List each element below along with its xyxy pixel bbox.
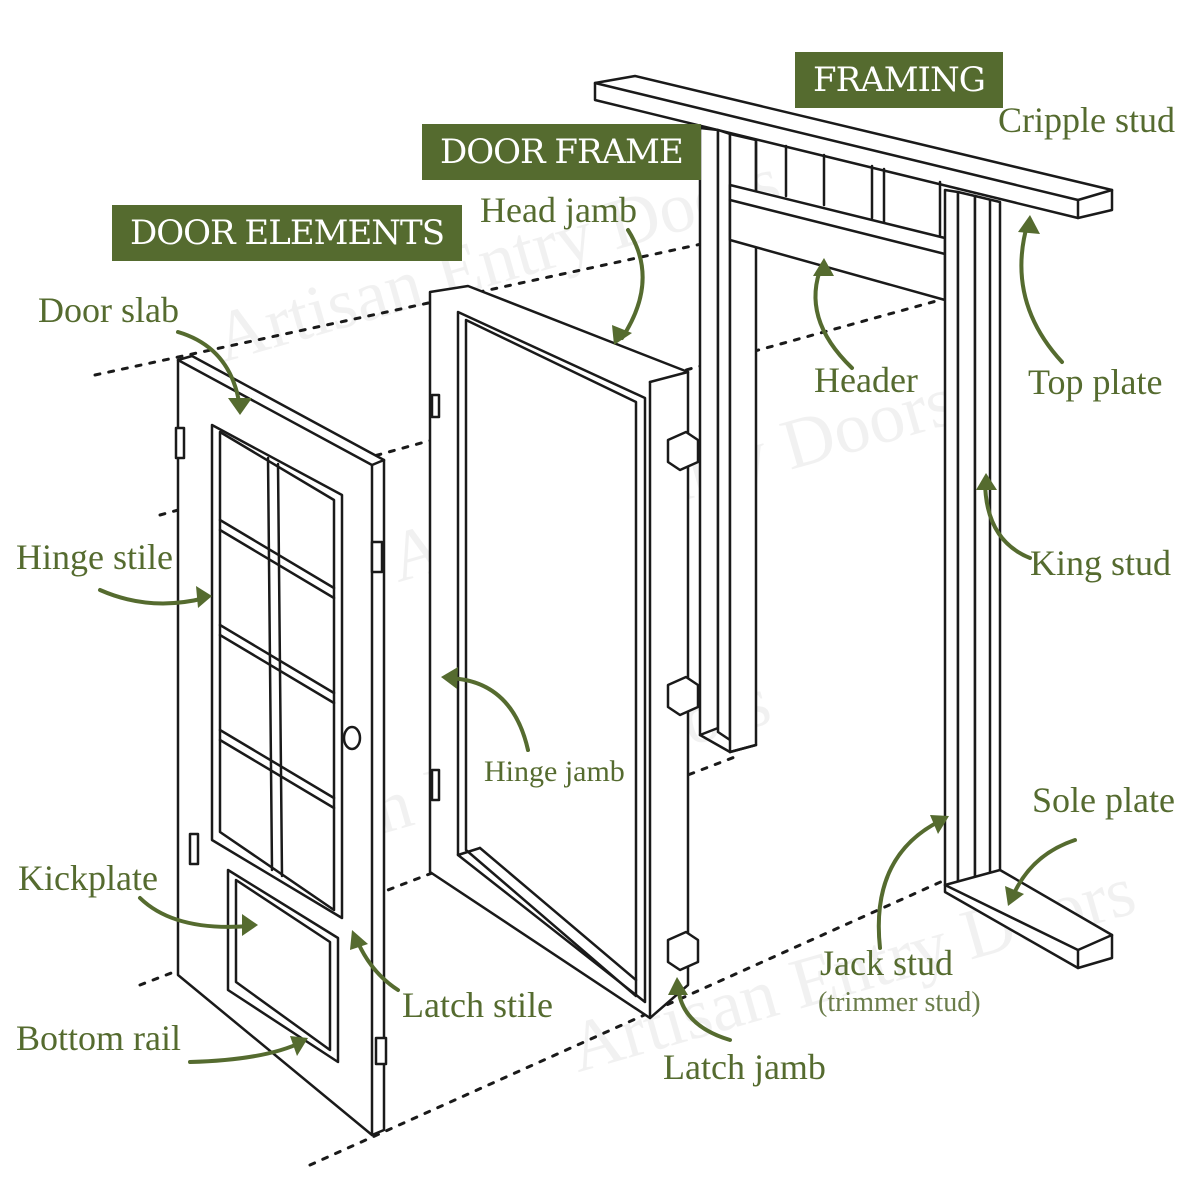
label-jack-stud-note: (trimmer stud) xyxy=(818,987,981,1018)
section-tag-door-frame: DOOR FRAME xyxy=(422,124,701,180)
section-tag-door-elements: DOOR ELEMENTS xyxy=(112,205,462,261)
callout-arrowheads xyxy=(196,215,1040,1056)
arrow-kickplate xyxy=(138,896,252,929)
label-door-slab: Door slab xyxy=(38,290,179,330)
label-latch-jamb: Latch jamb xyxy=(663,1047,826,1087)
arrow-top-plate xyxy=(1019,220,1064,364)
label-hinge-stile: Hinge stile xyxy=(16,537,173,577)
arrow-hinge-stile xyxy=(98,588,207,606)
arrow-head-jamb xyxy=(620,228,645,340)
arrow-door-slab xyxy=(176,330,242,410)
label-kickplate: Kickplate xyxy=(18,858,158,898)
label-head-jamb: Head jamb xyxy=(480,190,637,230)
arrow-sole-plate xyxy=(1010,838,1077,900)
arrow-hinge-jamb xyxy=(446,676,530,752)
door-slab-drawing xyxy=(174,354,388,1137)
label-sole-plate: Sole plate xyxy=(1032,780,1175,820)
label-hinge-jamb: Hinge jamb xyxy=(484,755,625,788)
arrow-king-stud xyxy=(983,478,1032,560)
section-tag-framing: FRAMING xyxy=(795,52,1003,108)
arrow-jack-stud xyxy=(876,818,944,950)
label-top-plate: Top plate xyxy=(1028,362,1163,402)
label-jack-stud: Jack stud xyxy=(820,943,953,983)
label-latch-stile: Latch stile xyxy=(402,985,553,1025)
label-king-stud: King stud xyxy=(1030,543,1172,583)
jamb-bracket xyxy=(666,430,700,972)
framing-drawing xyxy=(556,74,1114,970)
label-bottom-rail: Bottom rail xyxy=(16,1018,181,1058)
door-frame-drawing xyxy=(428,284,700,1020)
label-cripple-stud: Cripple stud xyxy=(998,100,1175,140)
arrow-header xyxy=(813,263,854,370)
label-header: Header xyxy=(814,360,918,400)
